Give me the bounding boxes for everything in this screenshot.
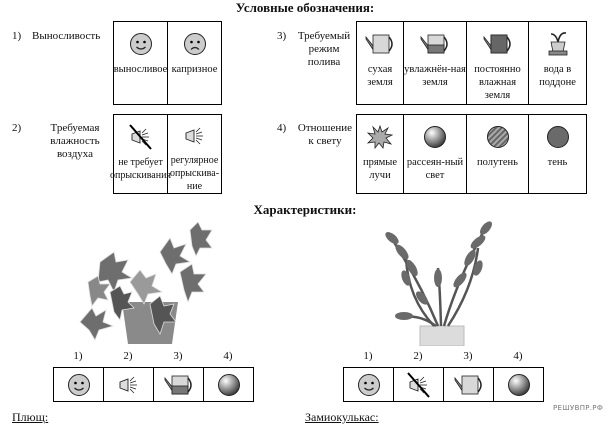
legend-cell-label: выносливое [113,64,168,75]
legend-cell-label: увлажнён-ная земля [404,64,466,88]
zamioculcas-icon-row [343,367,544,402]
diffused-light-icon [507,371,531,399]
no-spray-icon [405,371,433,399]
zamioculcas-light-cell [494,368,543,401]
legend-cell: тень [529,115,586,193]
watering-can-dry-icon [453,371,485,399]
group-1-label: Выносливость [32,30,101,42]
column-number: 4) [513,350,523,362]
spray-icon [117,371,141,399]
characteristics-title: Характеристики: [253,202,357,217]
humidity-legend-box: не требует опрыскивания регулярное опрыс… [110,114,222,194]
direct-sun-icon [367,123,393,151]
column-number: 1) [363,350,373,362]
column-number: 4) [223,350,233,362]
smile-face-icon [129,30,153,58]
no-spray-icon [127,123,155,151]
ivy-humidity-cell [104,368,154,401]
endurance-legend-box: выносливое капризное [113,21,222,105]
group-2-label: Требуемая влажность воздуха [50,122,100,160]
watering-can-moist-icon [419,30,451,58]
zamioculcas-watering-cell [444,368,494,401]
diffused-light-icon [423,123,447,151]
legend-cell: рассеян-ный свет [404,115,467,193]
column-number: 2) [413,350,423,362]
legend-cell-label: сухая земля [367,64,393,88]
zamioculcas-column-numbers: 1) 2) 3) 4) [343,350,543,362]
diffused-light-icon [217,371,241,399]
legend-cell: регулярное опрыскива-ние [168,115,221,193]
spray-icon [183,123,207,149]
column-number: 3) [173,350,183,362]
watering-can-dry-icon [364,30,396,58]
group-4-number: 4) [277,122,287,134]
legend-cell-label: тень [547,157,568,168]
ivy-icon-row [53,367,254,402]
legend-cell-label: капризное [171,64,218,75]
zamioculcas-endurance-cell [344,368,394,401]
legend-cell: полутень [467,115,529,193]
ivy-name: Плющ: [12,410,49,424]
watering-can-wet-icon [482,30,514,58]
watering-can-moist-icon [163,371,195,399]
watermark: РЕШУВПР.РФ [553,404,604,412]
legend-title: Условные обозначения: [235,0,375,15]
zamioculcas-humidity-cell [394,368,444,401]
smile-face-icon [67,371,91,399]
light-legend-box: прямые лучи рассеян-ный свет полутень те… [356,114,587,194]
column-number: 3) [463,350,473,362]
partial-shade-icon [486,123,510,151]
sad-face-icon [183,30,207,58]
smile-face-icon [357,371,381,399]
legend-cell-label: вода в поддоне [539,64,576,88]
legend-cell: постоянно влажная земля [467,22,529,104]
pot-tray-icon [546,30,570,58]
ivy-plant-image [79,222,213,344]
group-1-number: 1) [12,30,22,42]
watering-legend-box: сухая земля увлажнён-ная земля постоянно… [356,21,587,105]
shade-icon [546,123,570,151]
legend-cell: выносливое [114,22,168,104]
group-2-number: 2) [12,122,22,134]
zamioculcas-plant-image [385,221,492,346]
legend-cell-label: не требует опрыскивания [109,157,172,181]
legend-cell: не требует опрыскивания [110,115,171,193]
legend-cell-label: рассеян-ный свет [406,157,464,181]
ivy-watering-cell [154,368,204,401]
legend-cell: увлажнён-ная земля [404,22,467,104]
ivy-column-numbers: 1) 2) 3) 4) [53,350,253,362]
zamioculcas-name: Замиокулькас: [305,410,379,424]
legend-cell: сухая земля [357,22,404,104]
legend-cell: вода в поддоне [529,22,586,104]
legend-cell: прямые лучи [357,115,404,193]
legend-cell-label: полутень [477,157,518,168]
legend-cell-label: постоянно влажная земля [474,64,521,101]
ivy-endurance-cell [54,368,104,401]
group-3-number: 3) [277,30,287,42]
group-3-label: Требуемый режим полива [297,30,351,68]
group-4-label: Отношение к свету [297,122,353,147]
legend-cell-label: прямые лучи [362,157,398,181]
ivy-light-cell [204,368,253,401]
legend-cell-label: регулярное опрыскива-ние [169,155,220,192]
column-number: 2) [123,350,133,362]
legend-cell: капризное [168,22,221,104]
column-number: 1) [73,350,83,362]
